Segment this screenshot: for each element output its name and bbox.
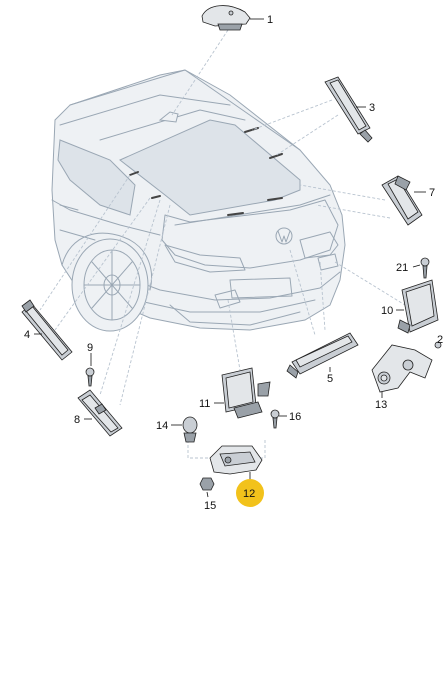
callout-2: 2	[437, 334, 443, 346]
callout-7: 7	[429, 187, 435, 199]
callout-3: 3	[369, 102, 375, 114]
part-8-holder	[77, 389, 123, 437]
part-15-nut	[199, 477, 215, 491]
part-13-bracket	[371, 344, 433, 393]
callout-1: 1	[267, 14, 273, 26]
callout-16: 16	[289, 411, 301, 423]
part-11-sensor-housing	[221, 367, 271, 419]
callout-5: 5	[327, 373, 333, 385]
rear-wheel	[71, 238, 149, 332]
part-14-clip	[182, 416, 198, 443]
callout-15: 15	[204, 500, 216, 512]
part-16-screw	[270, 409, 280, 429]
part-4-antenna-strip	[21, 299, 73, 361]
highlight-marker-12	[236, 479, 264, 507]
part-10-sensor-module	[397, 279, 439, 334]
part-5-control-unit	[286, 332, 359, 379]
callout-10: 10	[381, 305, 393, 317]
part-2-nut	[434, 341, 442, 349]
callout-12: 12	[243, 488, 255, 500]
callout-13: 13	[375, 399, 387, 411]
car-rear-view	[51, 69, 346, 332]
callout-9: 9	[87, 342, 93, 354]
callout-14: 14	[156, 420, 168, 432]
leader-lines	[34, 18, 426, 498]
callout-11: 11	[199, 398, 210, 410]
callout-8: 8	[74, 414, 80, 426]
part-1-roof-antenna	[201, 5, 251, 31]
callout-21: 21	[396, 262, 408, 274]
callout-4: 4	[24, 329, 30, 341]
part-9-screw	[85, 367, 95, 387]
part-7-control-module	[381, 175, 423, 226]
vw-logo	[275, 227, 293, 245]
part-21-screw	[420, 257, 430, 279]
callout-labels: 1 3 7 21 10 2 13 5 4 9 8 11 16 14 12 15	[24, 14, 443, 512]
part-3-antenna-module	[324, 76, 373, 143]
part-12-mounting-bracket	[209, 445, 263, 475]
